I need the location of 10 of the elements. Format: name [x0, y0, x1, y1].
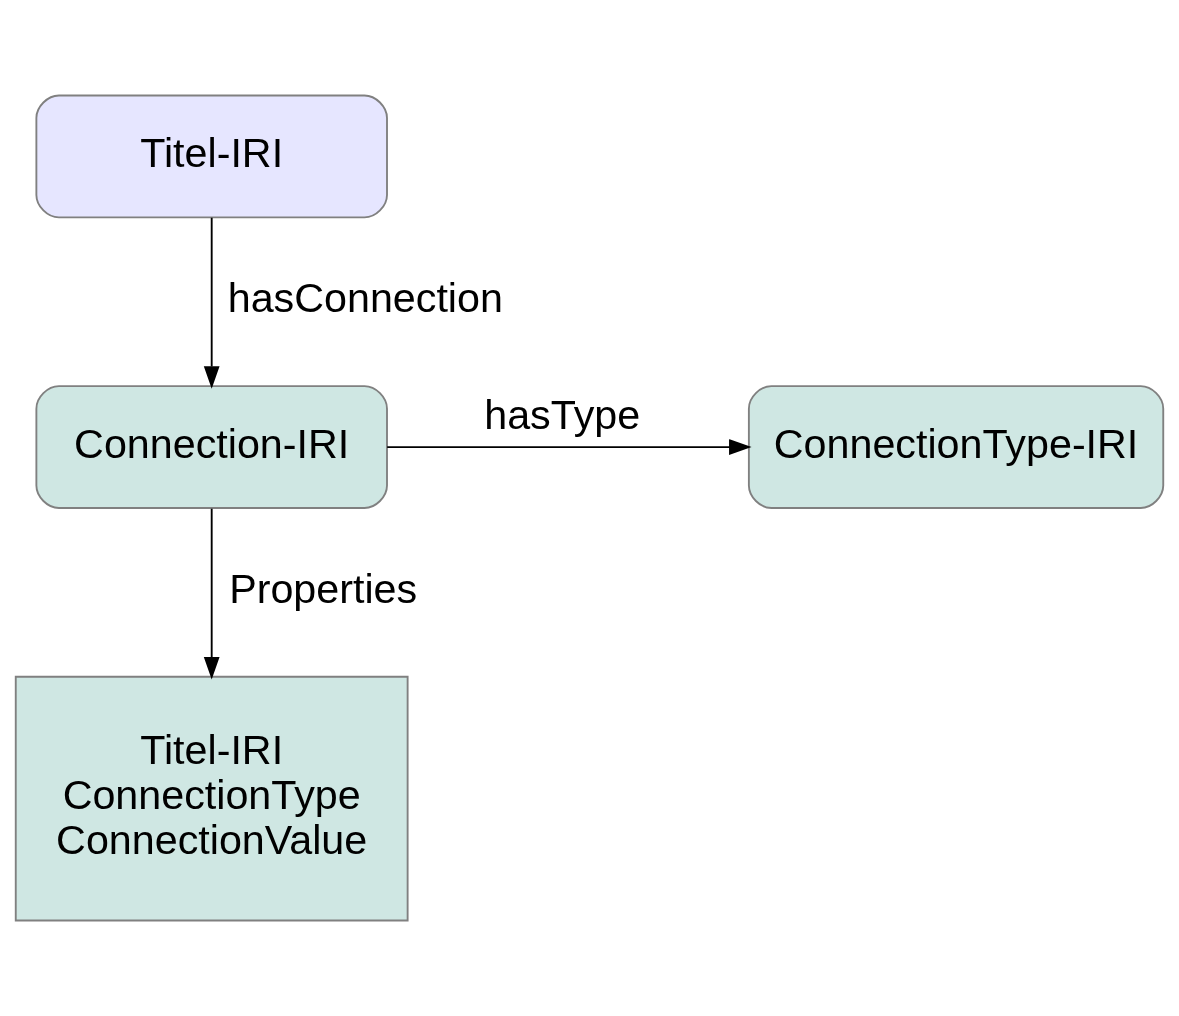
edge-label: hasConnection: [227, 275, 503, 322]
node-box: ConnectionType-IRI: [747, 385, 1165, 509]
arrow: [386, 439, 752, 455]
arrow: [203, 216, 220, 389]
arrow: [203, 507, 220, 680]
node-box: Titel-IRI: [35, 94, 388, 219]
edge-label: Properties: [229, 565, 418, 612]
edge-label: hasType: [484, 392, 641, 439]
node-box: Titel-IRI ConnectionType ConnectionValue: [14, 675, 409, 922]
node-box: Connection-IRI: [35, 385, 388, 509]
